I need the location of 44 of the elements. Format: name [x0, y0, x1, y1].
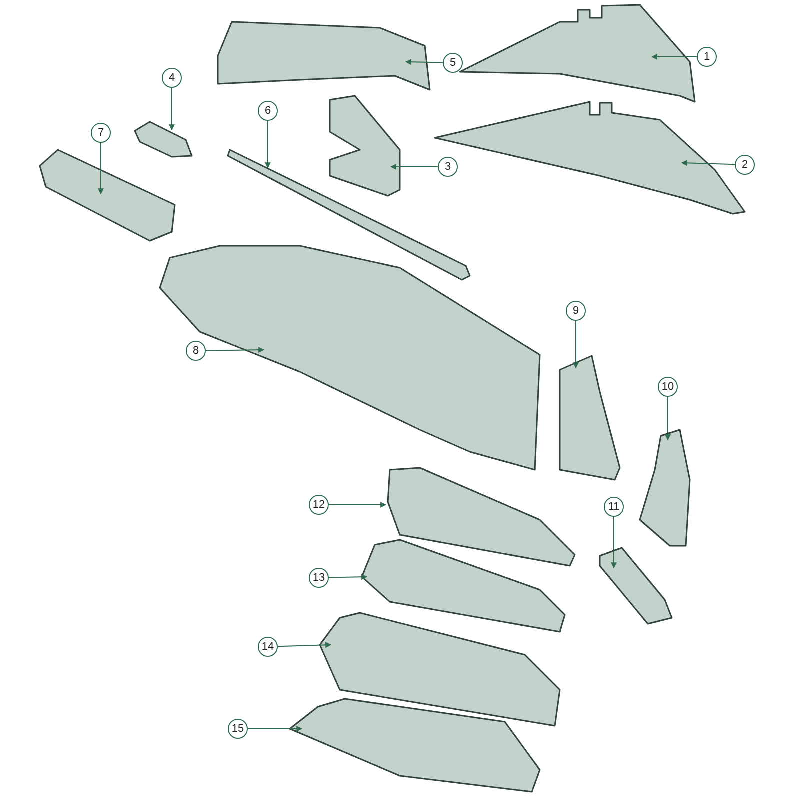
tube-part-drawing	[39, 149, 176, 242]
callout-number: 15	[228, 719, 248, 739]
callout-number: 5	[443, 53, 463, 73]
callout-number: 8	[186, 341, 206, 361]
callout-number: 9	[566, 301, 586, 321]
leader-line	[328, 502, 387, 508]
leader-line	[611, 516, 617, 569]
leader-line	[248, 726, 303, 732]
leader-line	[665, 396, 671, 441]
leader-line	[206, 347, 265, 354]
bracket-plate-drawing	[134, 121, 193, 158]
leader-line	[681, 160, 736, 166]
share-blade-drawing	[387, 467, 576, 567]
leader-line	[328, 574, 368, 580]
landside-plate-drawing	[639, 429, 691, 547]
callout-number: 11	[604, 497, 624, 517]
share-blade-drawing	[289, 698, 541, 793]
callout-number: 7	[91, 123, 111, 143]
callout-number: 4	[162, 68, 182, 88]
leader-line	[265, 120, 271, 169]
share-blade-drawing	[459, 4, 696, 103]
leader-line	[651, 54, 698, 60]
leader-line	[573, 320, 579, 369]
callout-number: 1	[697, 47, 717, 67]
share-blade-drawing	[319, 612, 561, 727]
leader-line	[98, 142, 104, 195]
stay-rod-drawing	[227, 149, 471, 281]
callout-number: 14	[258, 637, 278, 657]
leader-line	[390, 164, 438, 170]
leader-line	[278, 642, 332, 648]
callout-number: 6	[258, 101, 278, 121]
callout-number: 2	[735, 155, 755, 175]
curved-plate-drawing	[217, 21, 431, 91]
bracket-plate-drawing	[329, 95, 401, 197]
leader-line	[405, 59, 444, 66]
landside-plate-drawing	[559, 355, 621, 481]
callout-number: 10	[658, 377, 678, 397]
share-blade-drawing	[434, 101, 746, 215]
shin-piece-drawing	[599, 547, 673, 625]
callout-number: 3	[438, 157, 458, 177]
callout-number: 12	[309, 495, 329, 515]
leader-line	[169, 88, 175, 131]
share-blade-drawing	[361, 539, 566, 633]
callout-number: 13	[309, 568, 329, 588]
